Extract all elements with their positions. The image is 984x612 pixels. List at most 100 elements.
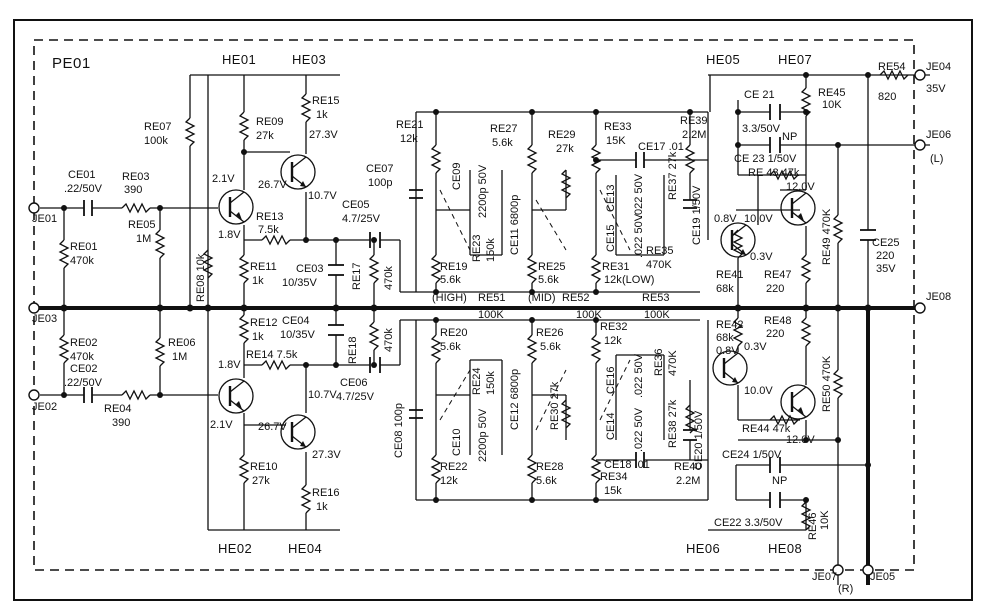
- svg-text:2.2M: 2.2M: [682, 129, 706, 141]
- svg-text:CE18 .01: CE18 .01: [604, 459, 650, 471]
- svg-text:5.6k: 5.6k: [440, 274, 461, 286]
- svg-text:RE52: RE52: [562, 292, 590, 304]
- svg-text:RE47: RE47: [764, 269, 792, 281]
- svg-text:RE08 10k: RE08 10k: [195, 253, 207, 302]
- svg-text:10.7V: 10.7V: [308, 389, 337, 401]
- svg-text:CE 23 1/50V: CE 23 1/50V: [734, 153, 797, 165]
- svg-text:.022 50V: .022 50V: [633, 213, 645, 258]
- svg-text:390: 390: [124, 184, 142, 196]
- svg-text:RE06: RE06: [168, 337, 196, 349]
- svg-text:CE09: CE09: [451, 162, 463, 190]
- svg-text:RE22: RE22: [440, 461, 468, 473]
- svg-text:10.0V: 10.0V: [744, 385, 773, 397]
- svg-text:35V: 35V: [876, 263, 896, 275]
- svg-text:RE17: RE17: [351, 262, 363, 290]
- svg-text:RE48: RE48: [764, 315, 792, 327]
- svg-text:RE45: RE45: [818, 87, 846, 99]
- svg-text:.22/50V: .22/50V: [64, 377, 103, 389]
- svg-text:2.1V: 2.1V: [212, 173, 235, 185]
- connector-he06: HE06: [686, 541, 720, 556]
- svg-text:CE24 1/50V: CE24 1/50V: [722, 449, 782, 461]
- svg-text:820: 820: [878, 91, 896, 103]
- connector-he03: HE03: [292, 52, 326, 67]
- svg-text:7.5k: 7.5k: [258, 224, 279, 236]
- connector-je02: JE02: [32, 401, 57, 413]
- svg-text:1M: 1M: [172, 351, 187, 363]
- svg-text:(MID): (MID): [528, 292, 556, 304]
- svg-text:CE13: CE13: [605, 184, 617, 212]
- svg-text:(LOW): (LOW): [622, 274, 654, 286]
- svg-text:RE01: RE01: [70, 241, 98, 253]
- svg-text:CE15: CE15: [605, 224, 617, 252]
- svg-text:220: 220: [766, 328, 784, 340]
- svg-text:0.3V: 0.3V: [744, 341, 767, 353]
- terminal-circles: [28, 69, 926, 576]
- svg-text:10/35V: 10/35V: [280, 329, 316, 341]
- svg-text:RE39: RE39: [680, 115, 708, 127]
- svg-text:RE21: RE21: [396, 119, 424, 131]
- connector-he08: HE08: [768, 541, 802, 556]
- svg-text:CE11 6800p: CE11 6800p: [509, 195, 521, 255]
- wiring-top: [40, 74, 930, 308]
- svg-text:100K: 100K: [478, 309, 504, 321]
- svg-text:12k: 12k: [440, 475, 458, 487]
- svg-text:CE16: CE16: [605, 366, 617, 394]
- svg-text:470k: 470k: [70, 351, 94, 363]
- je06-channel: (L): [930, 153, 943, 165]
- svg-text:RE23: RE23: [471, 234, 483, 262]
- svg-text:15K: 15K: [606, 135, 626, 147]
- svg-text:RE34: RE34: [600, 471, 628, 483]
- svg-text:RE49 470K: RE49 470K: [821, 208, 833, 265]
- wiring-bottom: [40, 308, 869, 585]
- svg-text:CE19 1/50V: CE19 1/50V: [691, 185, 703, 245]
- svg-text:5.6k: 5.6k: [536, 475, 557, 487]
- svg-text:CE01: CE01: [68, 169, 96, 181]
- svg-text:68k: 68k: [716, 332, 734, 344]
- svg-text:220: 220: [766, 283, 784, 295]
- svg-text:RE16: RE16: [312, 487, 340, 499]
- transistor-q8: [779, 383, 817, 421]
- svg-text:5.6k: 5.6k: [440, 341, 461, 353]
- svg-text:RE19: RE19: [440, 261, 468, 273]
- transistor-q1: [217, 188, 255, 226]
- connector-he05: HE05: [706, 52, 740, 67]
- svg-text:27k: 27k: [256, 130, 274, 142]
- svg-text:RE15: RE15: [312, 95, 340, 107]
- svg-text:150k: 150k: [485, 371, 497, 395]
- svg-text:CE17 .01: CE17 .01: [638, 141, 684, 153]
- svg-text:RE02: RE02: [70, 337, 98, 349]
- svg-text:RE53: RE53: [642, 292, 670, 304]
- svg-text:RE50 470K: RE50 470K: [821, 355, 833, 412]
- svg-text:12.0V: 12.0V: [786, 434, 815, 446]
- svg-text:RE31: RE31: [602, 261, 630, 273]
- connector-je08: JE08: [926, 291, 951, 303]
- potentiometer-links: [439, 189, 631, 431]
- svg-text:RE32: RE32: [600, 321, 628, 333]
- svg-text:RE11: RE11: [250, 261, 277, 273]
- je07-channel: (R): [838, 583, 853, 595]
- svg-text:RE36: RE36: [653, 348, 665, 376]
- svg-text:RE40: RE40: [674, 461, 702, 473]
- junction-dots: [60, 72, 872, 503]
- svg-text:26.7V: 26.7V: [258, 421, 287, 433]
- svg-text:CE25: CE25: [872, 237, 900, 249]
- board-name: PE01: [52, 55, 91, 72]
- svg-text:2.1V: 2.1V: [210, 419, 233, 431]
- svg-text:2.2M: 2.2M: [676, 475, 700, 487]
- svg-text:RE07: RE07: [144, 121, 172, 133]
- svg-text:27k: 27k: [252, 475, 270, 487]
- svg-text:27.3V: 27.3V: [309, 129, 338, 141]
- svg-text:12k: 12k: [604, 335, 622, 347]
- svg-text:3.3/50V: 3.3/50V: [742, 123, 781, 135]
- svg-text:RE03: RE03: [122, 171, 150, 183]
- svg-text:RE42: RE42: [716, 319, 744, 331]
- svg-text:1k: 1k: [316, 501, 328, 513]
- svg-text:CE 21: CE 21: [744, 89, 775, 101]
- svg-text:1k: 1k: [252, 275, 264, 287]
- svg-text:12k: 12k: [400, 133, 418, 145]
- svg-text:100k: 100k: [144, 135, 168, 147]
- connector-je05: JE05: [870, 571, 895, 583]
- svg-text:CE03: CE03: [296, 263, 324, 275]
- capacitor-symbols: [83, 104, 876, 508]
- board-outline: [33, 39, 915, 571]
